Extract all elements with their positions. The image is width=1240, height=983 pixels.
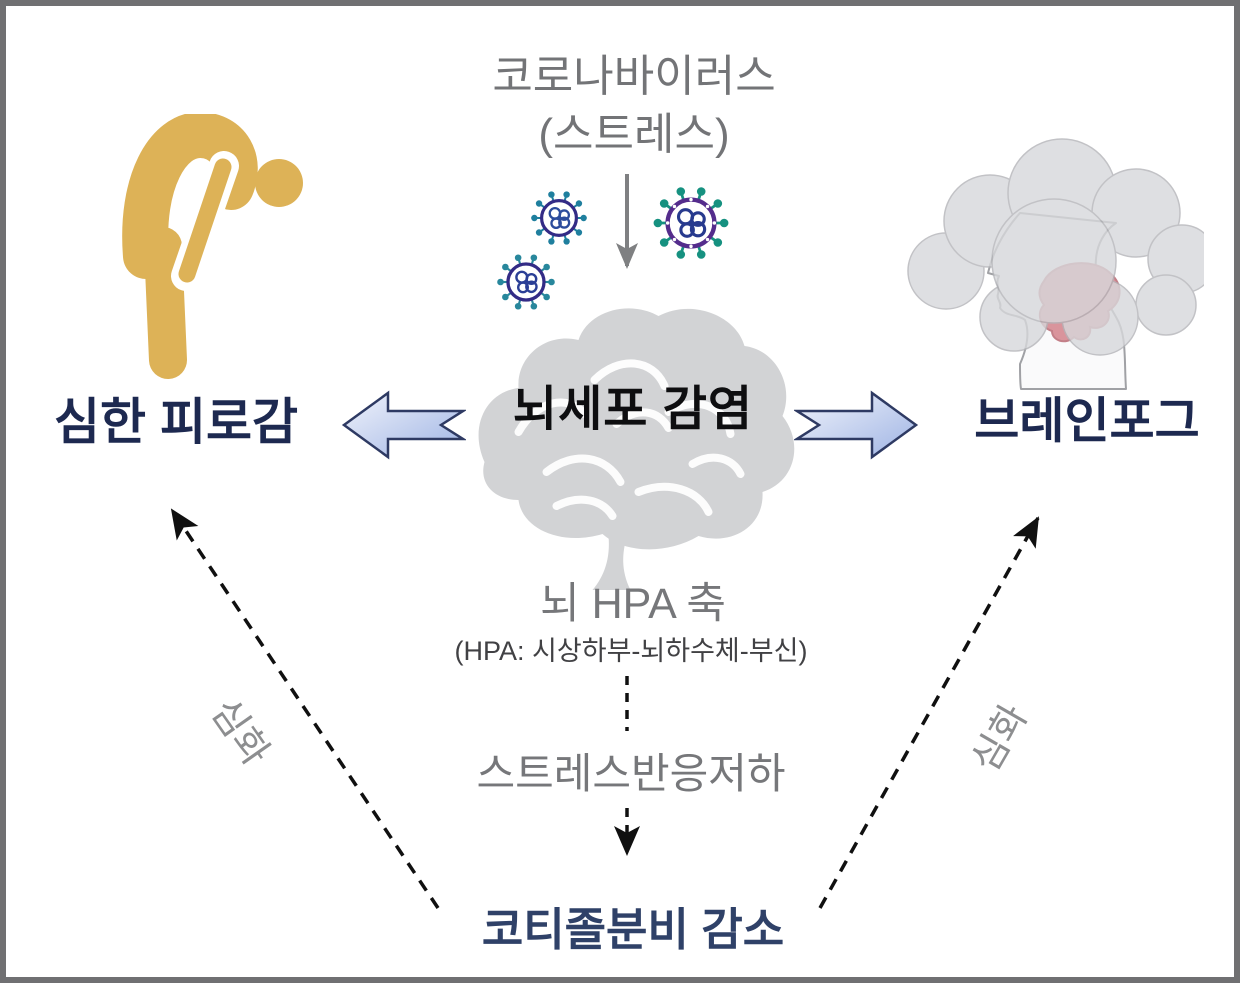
node-brain-infection: 뇌세포 감염 [512,383,754,436]
left-block-arrow-icon [341,390,466,460]
node-hpa-axis-detail: (HPA: 시상하부-뇌하수체-부신) [454,636,808,667]
node-cortisol-decrease: 코티졸분비 감소 [481,903,785,955]
coronavirus-icon [531,191,587,245]
node-brain-fog: 브레인포그 [974,394,1200,449]
title-line1: 코로나바이러스 [492,51,776,101]
diagram-title: 코로나바이러스 (스트레스) [492,48,775,164]
edge-label-right: 심화 [964,697,1037,780]
coronavirus-icon [497,254,555,310]
right-block-arrow-icon [794,390,919,460]
edge-label-left: 심화 [202,691,277,774]
title-line2: (스트레스) [538,110,730,159]
brain-icon [478,308,795,590]
node-severe-fatigue: 심한 피로감 [54,393,298,450]
coronavirus-icon [653,187,729,259]
node-hpa-axis: 뇌 HPA 축 [540,580,726,629]
fatigued-person-icon [122,114,303,379]
brain-fog-head-icon [907,138,1204,390]
node-stress-response: 스트레스반응저하 [476,749,786,797]
